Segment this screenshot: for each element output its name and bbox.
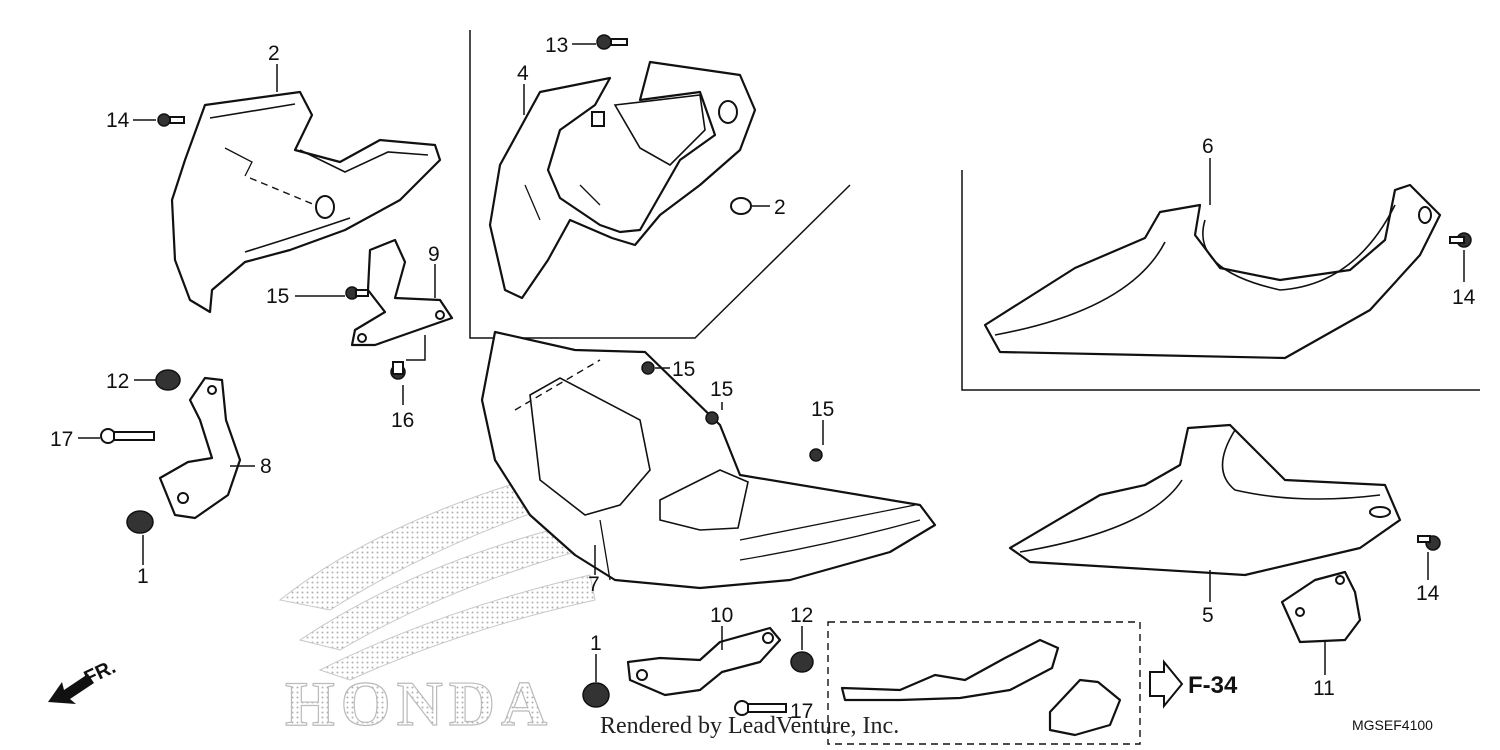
callout-2: 2 (774, 196, 786, 219)
callout-6: 6 (1202, 135, 1214, 158)
callout-7: 7 (588, 573, 600, 596)
reference-label: F-34 (1188, 672, 1238, 699)
callout-8: 8 (260, 455, 272, 478)
part-7-under-cowl (480, 330, 937, 590)
callout-14-right-inset: 14 (1452, 286, 1476, 309)
callout-12-left: 12 (106, 370, 129, 393)
callout-1-left: 1 (137, 565, 149, 588)
part-11-bracket (1280, 570, 1362, 644)
callout-14-bottom-right: 14 (1416, 582, 1440, 605)
callout-16: 16 (391, 409, 414, 432)
diagram-code: MGSEF4100 (1352, 717, 1433, 733)
callout-17-left: 17 (50, 428, 73, 451)
callout-1-bottom: 1 (590, 632, 602, 655)
inset-subassembly (840, 638, 1122, 737)
callout-9: 9 (428, 243, 440, 266)
fastener-hardware (100, 34, 1472, 716)
callout-10: 10 (710, 604, 733, 627)
inset-frame-top-center (469, 30, 851, 339)
part-10-stay (626, 626, 782, 697)
part-4-inner-panel (488, 60, 757, 300)
part-9-bracket (350, 238, 454, 347)
part-8-stay (158, 376, 242, 520)
leader-lines (78, 43, 1465, 682)
callout-4: 4 (517, 62, 529, 85)
callout-15-part7-a: 15 (672, 358, 695, 381)
callout-12-bottom: 12 (790, 604, 813, 627)
honda-wing-watermark (278, 469, 602, 681)
callout-13: 13 (545, 34, 568, 57)
callout-15-left: 15 (266, 285, 289, 308)
part-3-upper-cowl (170, 90, 442, 314)
callout-17-bottom: 17 (790, 700, 813, 723)
callout-15-part7-c: 15 (811, 398, 834, 421)
callout-11: 11 (1313, 677, 1335, 700)
callout-15-part7-b: 15 (710, 378, 733, 401)
part-5-side-cover (1008, 423, 1402, 577)
part-6-lower-cowl (983, 183, 1442, 360)
inset-frame-bottom-dashed (827, 621, 1141, 745)
honda-watermark-text: HONDA (285, 668, 553, 739)
callout-14-top-left: 14 (106, 109, 130, 132)
callout-3: 2 (268, 42, 280, 65)
render-credit: Rendered by LeadVenture, Inc. (600, 713, 899, 739)
front-direction-arrow-icon (48, 674, 94, 704)
callout-5: 5 (1202, 604, 1214, 627)
reference-arrow-icon (1149, 659, 1184, 709)
inset-frame-right (961, 170, 1480, 391)
